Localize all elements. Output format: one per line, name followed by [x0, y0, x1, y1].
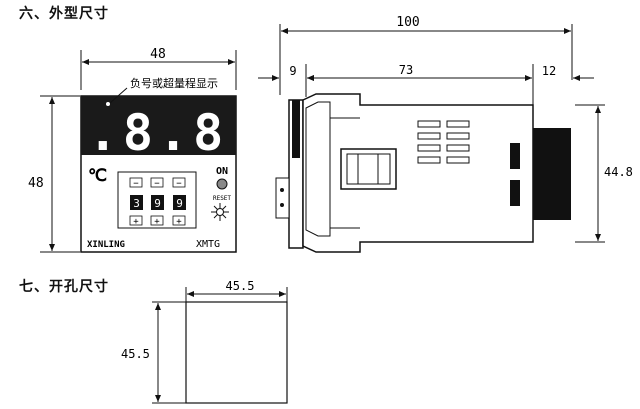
- reset-knob[interactable]: [211, 203, 229, 221]
- switch-digit-3: 9: [176, 197, 183, 210]
- model-label: XMTG: [196, 239, 220, 250]
- thumbwheel-switch-3[interactable]: − 9 +: [172, 177, 186, 227]
- display-digits: 8.8.8.: [53, 104, 264, 162]
- side-flange-clip: [275, 177, 290, 219]
- on-indicator-led: [216, 178, 228, 190]
- panel-cutout-square: [185, 301, 288, 404]
- switch-window-3: [173, 195, 186, 210]
- side-view: 100 9 73 12 44.8: [258, 15, 633, 253]
- side-housing-inner-step: [305, 101, 331, 237]
- display-window: [81, 96, 236, 155]
- cutout-width-label: 45.5: [226, 279, 255, 293]
- front-width-label: 48: [150, 47, 166, 62]
- front-height-label: 48: [28, 176, 44, 191]
- switch-plus-3: +: [176, 217, 182, 227]
- switch-window-1: [130, 195, 143, 210]
- cutout-section-title: 七、开孔尺寸: [19, 279, 109, 295]
- switch-minus-3: −: [176, 179, 182, 189]
- cutout-height-label: 45.5: [121, 347, 150, 361]
- negative-note-leader: [109, 87, 128, 104]
- side-terminal-mark-bottom: [510, 180, 520, 206]
- side-flange-label: 9: [289, 64, 296, 78]
- on-indicator-label: ON: [216, 166, 228, 177]
- celsius-symbol: ℃: [88, 166, 107, 186]
- side-bracket-inner: [346, 153, 391, 185]
- switch-digit-2: 9: [154, 197, 161, 210]
- side-terminal-mark-top: [510, 143, 520, 169]
- side-height-label: 44.8: [604, 165, 633, 179]
- side-clip-screw-top: [280, 188, 284, 192]
- reset-label: RESET: [213, 195, 231, 202]
- thumbwheel-switch-2[interactable]: − 9 +: [150, 177, 164, 227]
- front-view: 48 48 8.8.8. 负号或超量程显示 ℃ − 3 + − 9: [28, 47, 264, 253]
- switch-minus-1: −: [133, 179, 139, 189]
- side-mounting-bracket: [340, 148, 397, 190]
- brand-label: XINLING: [87, 240, 125, 250]
- negative-note: 负号或超量程显示: [130, 76, 218, 90]
- switch-plus-2: +: [154, 217, 160, 227]
- side-total-label: 100: [396, 15, 419, 30]
- side-housing: [302, 93, 534, 253]
- cutout-view: 45.5 45.5: [121, 279, 288, 404]
- switch-minus-2: −: [154, 179, 160, 189]
- side-rear-label: 12: [542, 64, 556, 78]
- side-vent-slots: [417, 120, 470, 164]
- side-body-label: 73: [399, 63, 413, 77]
- switch-window-2: [151, 195, 164, 210]
- side-clip-screw-bottom: [280, 203, 284, 207]
- side-rear-terminal-block: [533, 128, 571, 220]
- dimensions-section-title: 六、外型尺寸: [19, 6, 109, 22]
- switch-digit-1: 3: [133, 197, 140, 210]
- thumbwheel-switch-1[interactable]: − 3 +: [129, 177, 143, 227]
- side-flange-dark-strip: [292, 100, 300, 158]
- switch-plus-1: +: [133, 217, 139, 227]
- negative-indicator-dot: [106, 102, 110, 106]
